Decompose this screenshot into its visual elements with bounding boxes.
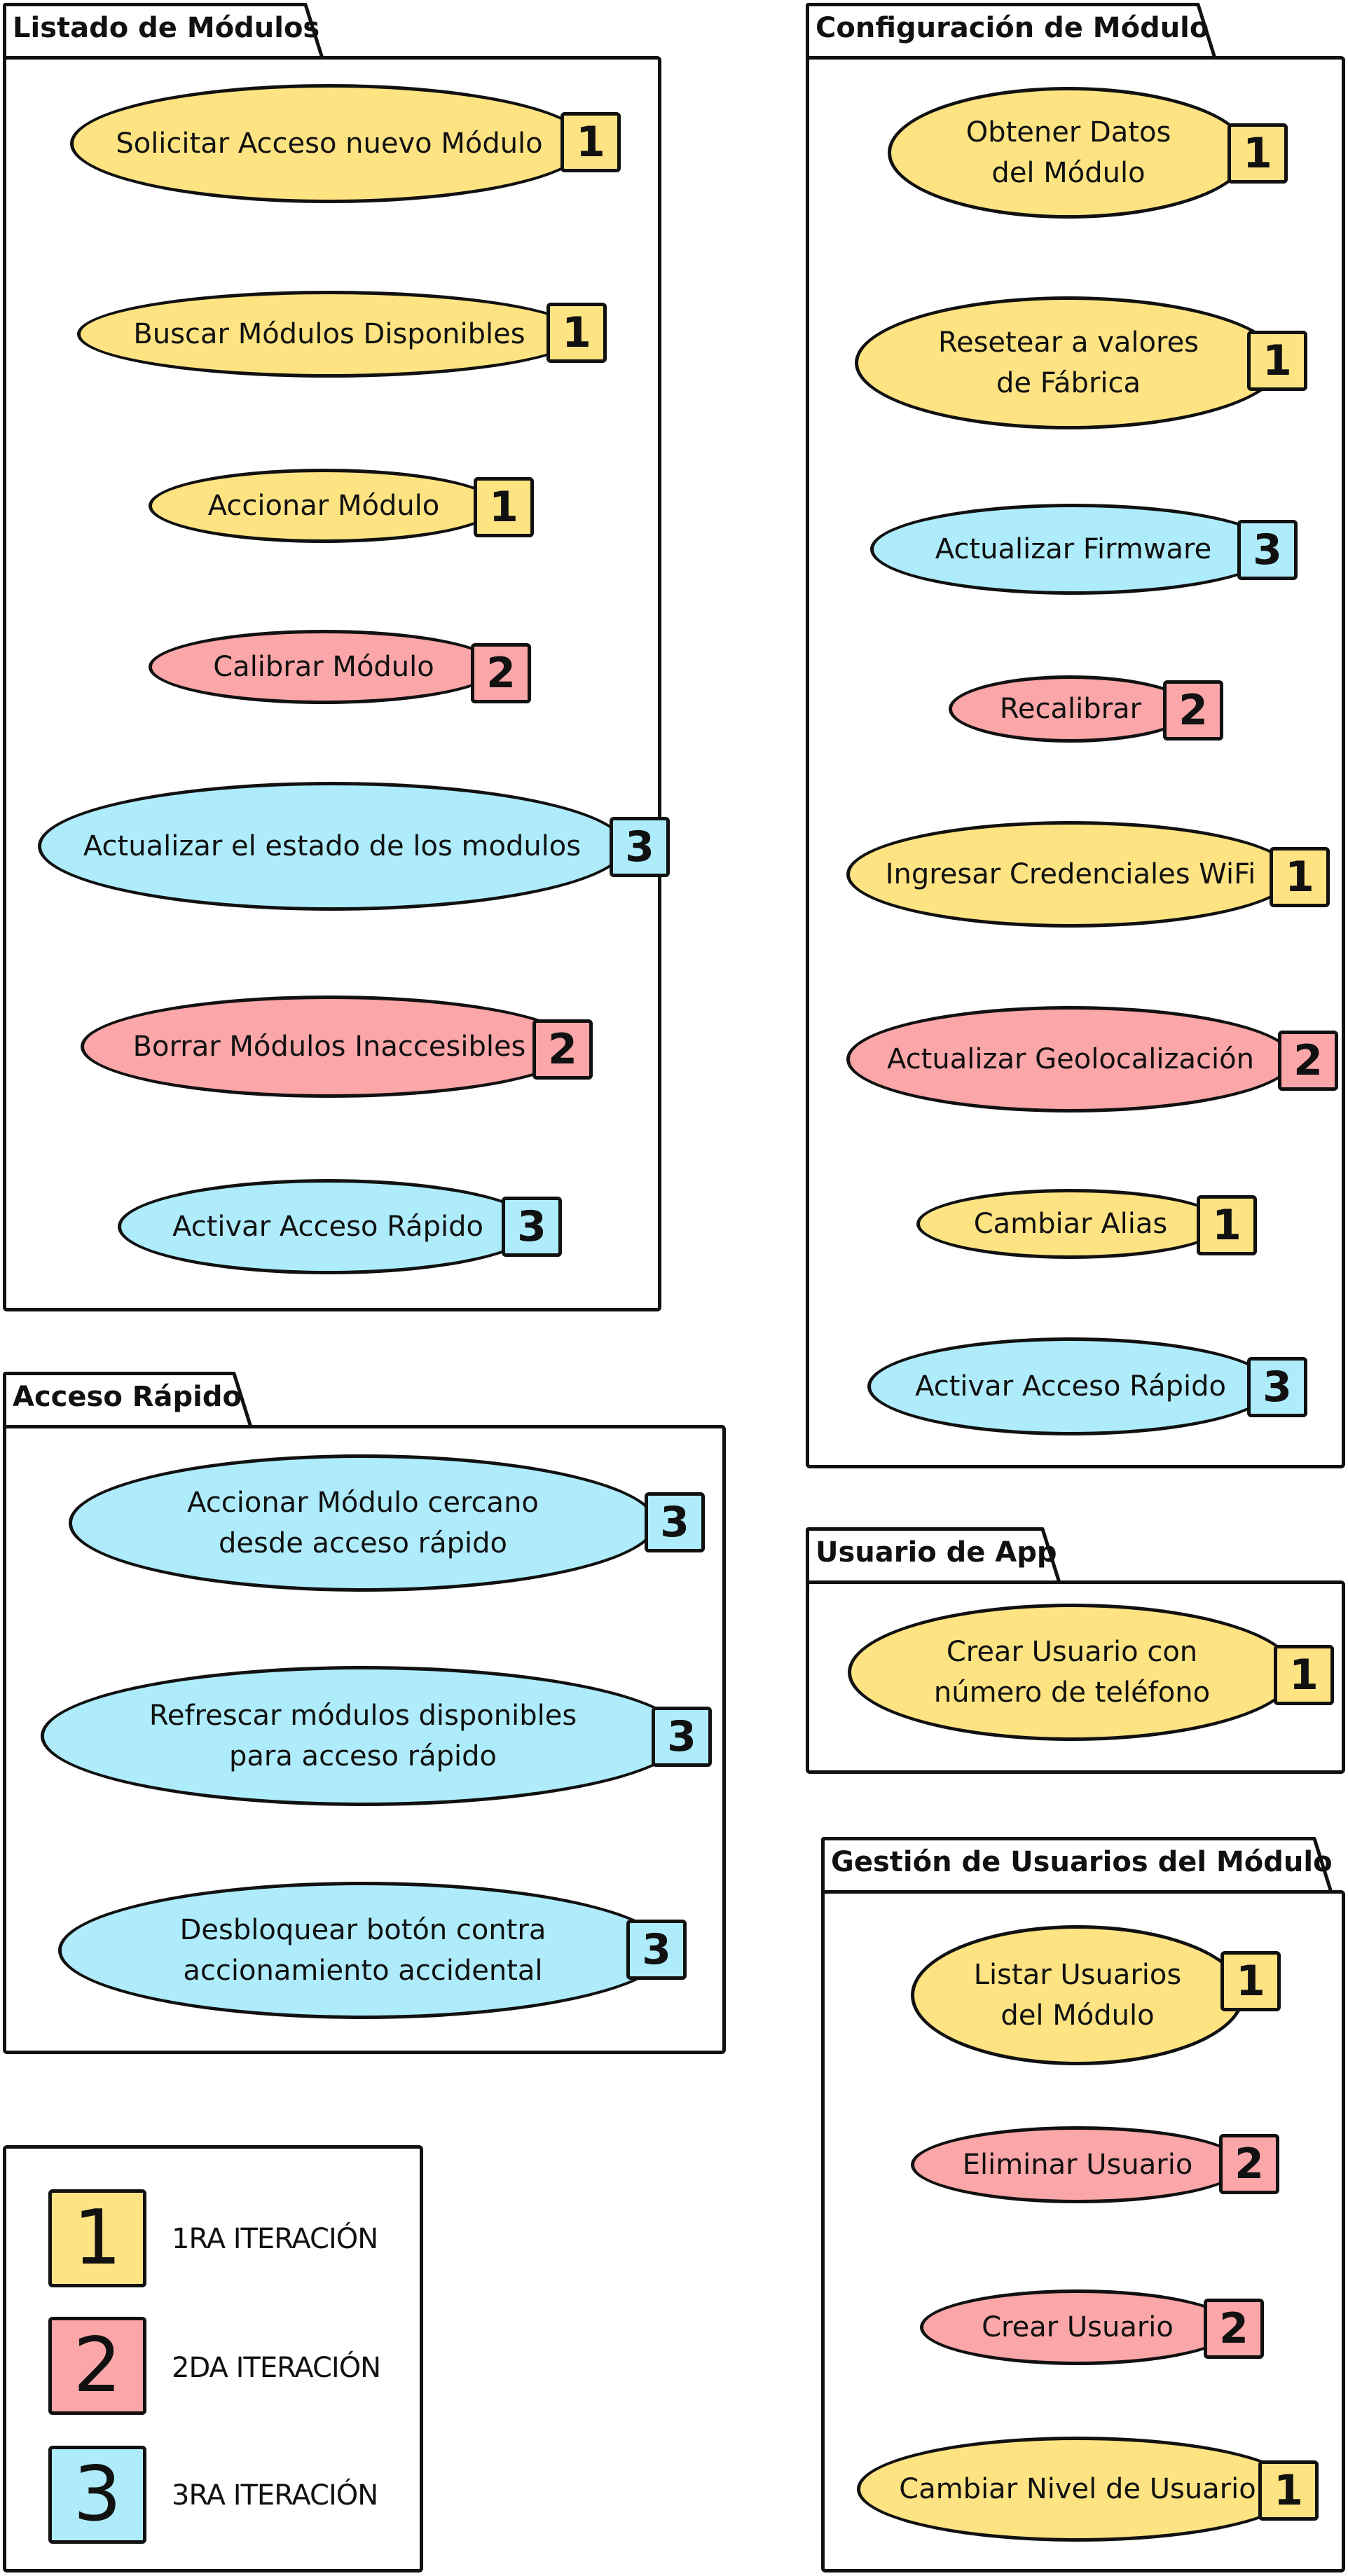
- use-case-ellipse: Resetear a valores de Fábrica: [855, 296, 1282, 429]
- iteration-badge: 1: [1197, 1195, 1257, 1255]
- package-tab: [806, 3, 1219, 60]
- use-case-label: Accionar Módulo: [207, 490, 440, 522]
- iteration-badge: 3: [502, 1197, 562, 1257]
- use-case-label: Eliminar Usuario: [962, 2149, 1193, 2181]
- iteration-badge: 3: [626, 1920, 687, 1980]
- use-case-label: Resetear a valores de Fábrica: [937, 326, 1199, 399]
- iteration-badge: 2: [1204, 2299, 1264, 2359]
- use-case-ellipse: Actualizar Geolocalización: [846, 1006, 1295, 1113]
- use-case-ellipse: Listar Usuarios del Módulo: [911, 1925, 1244, 2065]
- iteration-badge: 3: [645, 1492, 705, 1552]
- package-tab: [3, 1372, 255, 1428]
- use-case-ellipse: Crear Usuario: [920, 2289, 1235, 2365]
- use-case-label: Listar Usuarios del Módulo: [973, 1959, 1182, 2032]
- use-case-ellipse: Cambiar Nivel de Usuario: [857, 2437, 1298, 2542]
- use-case-label: Refrescar módulos disponibles para acces…: [149, 1700, 577, 1772]
- use-case-ellipse: Buscar Módulos Disponibles: [77, 291, 582, 378]
- iteration-badge: 2: [1278, 1031, 1338, 1091]
- package-tab: [821, 1837, 1335, 1894]
- iteration-badge: 1: [1247, 331, 1307, 391]
- use-case-ellipse: Accionar Módulo: [149, 469, 499, 543]
- package-title: Listado de Módulos: [13, 12, 320, 44]
- iteration-badge: 1: [1270, 847, 1330, 907]
- use-case-label: Activar Acceso Rápido: [172, 1211, 483, 1243]
- iteration-badge: 1: [1227, 123, 1288, 184]
- use-case-label: Activar Acceso Rápido: [915, 1370, 1226, 1403]
- use-case-label: Borrar Módulos Inaccesibles: [132, 1031, 526, 1063]
- legend: 1 1RA ITERACIÓN 2 2DA ITERACIÓN 3 3RA IT…: [3, 2145, 423, 2572]
- legend-badge-3: 3: [48, 2446, 146, 2544]
- iteration-badge: 2: [532, 1019, 593, 1080]
- use-case-ellipse: Eliminar Usuario: [911, 2126, 1244, 2203]
- use-case-ellipse: Accionar Módulo cercano desde acceso ráp…: [69, 1454, 657, 1592]
- use-case-label: Actualizar Firmware: [935, 533, 1212, 565]
- legend-label-2: 2DA ITERACIÓN: [172, 2352, 381, 2384]
- use-case-label: Obtener Datos del Módulo: [965, 116, 1171, 189]
- iteration-badge: 1: [1220, 1951, 1281, 2011]
- package-title: Gestión de Usuarios del Módulo: [831, 1846, 1333, 1878]
- use-case-ellipse: Cambiar Alias: [916, 1189, 1225, 1259]
- use-case-label: Recalibrar: [999, 693, 1142, 725]
- iteration-badge: 3: [1247, 1357, 1307, 1417]
- iteration-badge: 2: [1163, 680, 1223, 741]
- use-case-ellipse: Solicitar Acceso nuevo Módulo: [70, 84, 589, 203]
- use-case-ellipse: Calibrar Módulo: [149, 630, 499, 704]
- use-case-label: Actualizar Geolocalización: [887, 1043, 1254, 1075]
- use-case-ellipse: Ingresar Credenciales WiFi: [846, 821, 1295, 928]
- use-case-label: Ingresar Credenciales WiFi: [885, 858, 1256, 890]
- iteration-badge: 1: [1258, 2460, 1319, 2521]
- legend-label-1: 1RA ITERACIÓN: [172, 2223, 378, 2255]
- use-case-label: Crear Usuario con número de teléfono: [933, 1636, 1211, 1709]
- use-case-ellipse: Desbloquear botón contra accionamiento a…: [58, 1882, 668, 2019]
- use-case-ellipse: Refrescar módulos disponibles para acces…: [41, 1666, 685, 1806]
- use-case-ellipse: Crear Usuario con número de teléfono: [848, 1604, 1296, 1741]
- package-title: Acceso Rápido: [13, 1381, 242, 1413]
- iteration-badge: 1: [1274, 1645, 1334, 1705]
- package-title: Usuario de App: [816, 1536, 1057, 1569]
- use-case-label: Crear Usuario: [982, 2311, 1174, 2343]
- use-case-ellipse: Recalibrar: [949, 675, 1192, 743]
- use-case-label: Cambiar Nivel de Usuario: [899, 2473, 1256, 2505]
- iteration-badge: 2: [471, 643, 531, 703]
- legend-badge-1: 1: [48, 2189, 146, 2287]
- use-case-ellipse: Activar Acceso Rápido: [867, 1337, 1274, 1435]
- use-case-ellipse: Actualizar Firmware: [870, 504, 1277, 595]
- use-case-label: Accionar Módulo cercano desde acceso ráp…: [187, 1487, 539, 1559]
- use-case-label: Buscar Módulos Disponibles: [133, 318, 525, 350]
- iteration-badge: 3: [652, 1707, 712, 1767]
- use-case-label: Desbloquear botón contra accionamiento a…: [179, 1914, 546, 1987]
- legend-label-3: 3RA ITERACIÓN: [172, 2479, 378, 2512]
- iteration-badge: 3: [610, 817, 670, 877]
- package-title: Configuración de Módulo: [816, 12, 1209, 44]
- iteration-badge: 1: [546, 303, 607, 363]
- legend-badge-2: 2: [48, 2317, 146, 2415]
- use-case-label: Solicitar Acceso nuevo Módulo: [116, 128, 543, 160]
- package-tab: [3, 3, 326, 60]
- use-case-label: Actualizar el estado de los modulos: [83, 830, 582, 862]
- use-case-ellipse: Actualizar el estado de los modulos: [38, 782, 626, 911]
- iteration-badge: 1: [474, 477, 534, 537]
- use-case-label: Cambiar Alias: [973, 1208, 1168, 1240]
- iteration-badge: 2: [1219, 2134, 1279, 2194]
- iteration-badge: 3: [1237, 520, 1298, 580]
- use-case-ellipse: Activar Acceso Rápido: [118, 1179, 538, 1274]
- use-case-label: Calibrar Módulo: [213, 651, 434, 683]
- use-case-ellipse: Borrar Módulos Inaccesibles: [81, 996, 578, 1098]
- use-case-ellipse: Obtener Datos del Módulo: [888, 87, 1249, 219]
- iteration-badge: 1: [560, 112, 621, 172]
- package-tab: [806, 1527, 1064, 1584]
